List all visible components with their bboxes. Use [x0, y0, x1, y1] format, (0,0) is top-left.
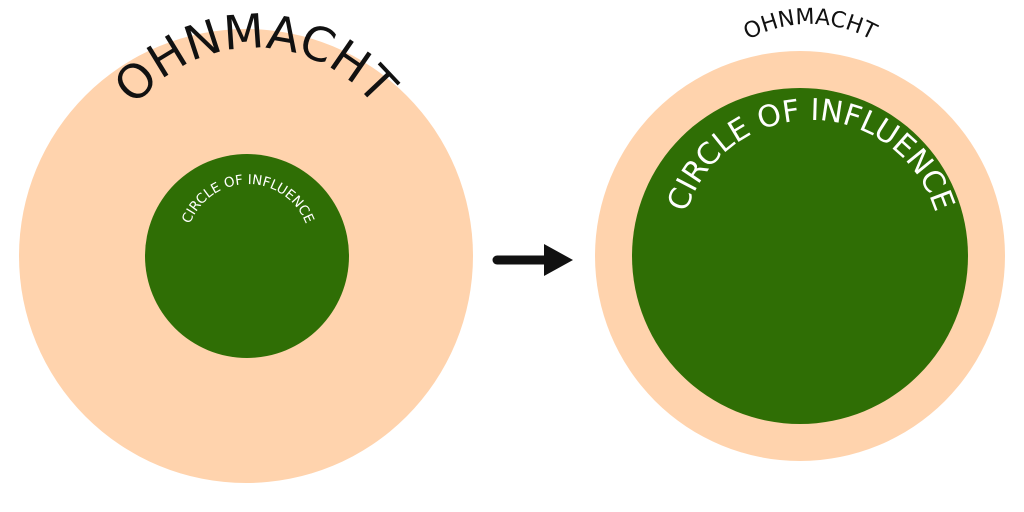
right-diagram: OHNMACHT CIRCLE OF INFLUENCE — [595, 5, 1005, 461]
arrow-right-icon — [492, 244, 573, 276]
left-diagram: OHNMACHT CIRCLE OF INFLUENCE — [19, 4, 473, 483]
right-outer-label: OHNMACHT — [740, 5, 881, 46]
left-inner-circle — [145, 154, 349, 358]
right-inner-circle — [632, 88, 968, 424]
